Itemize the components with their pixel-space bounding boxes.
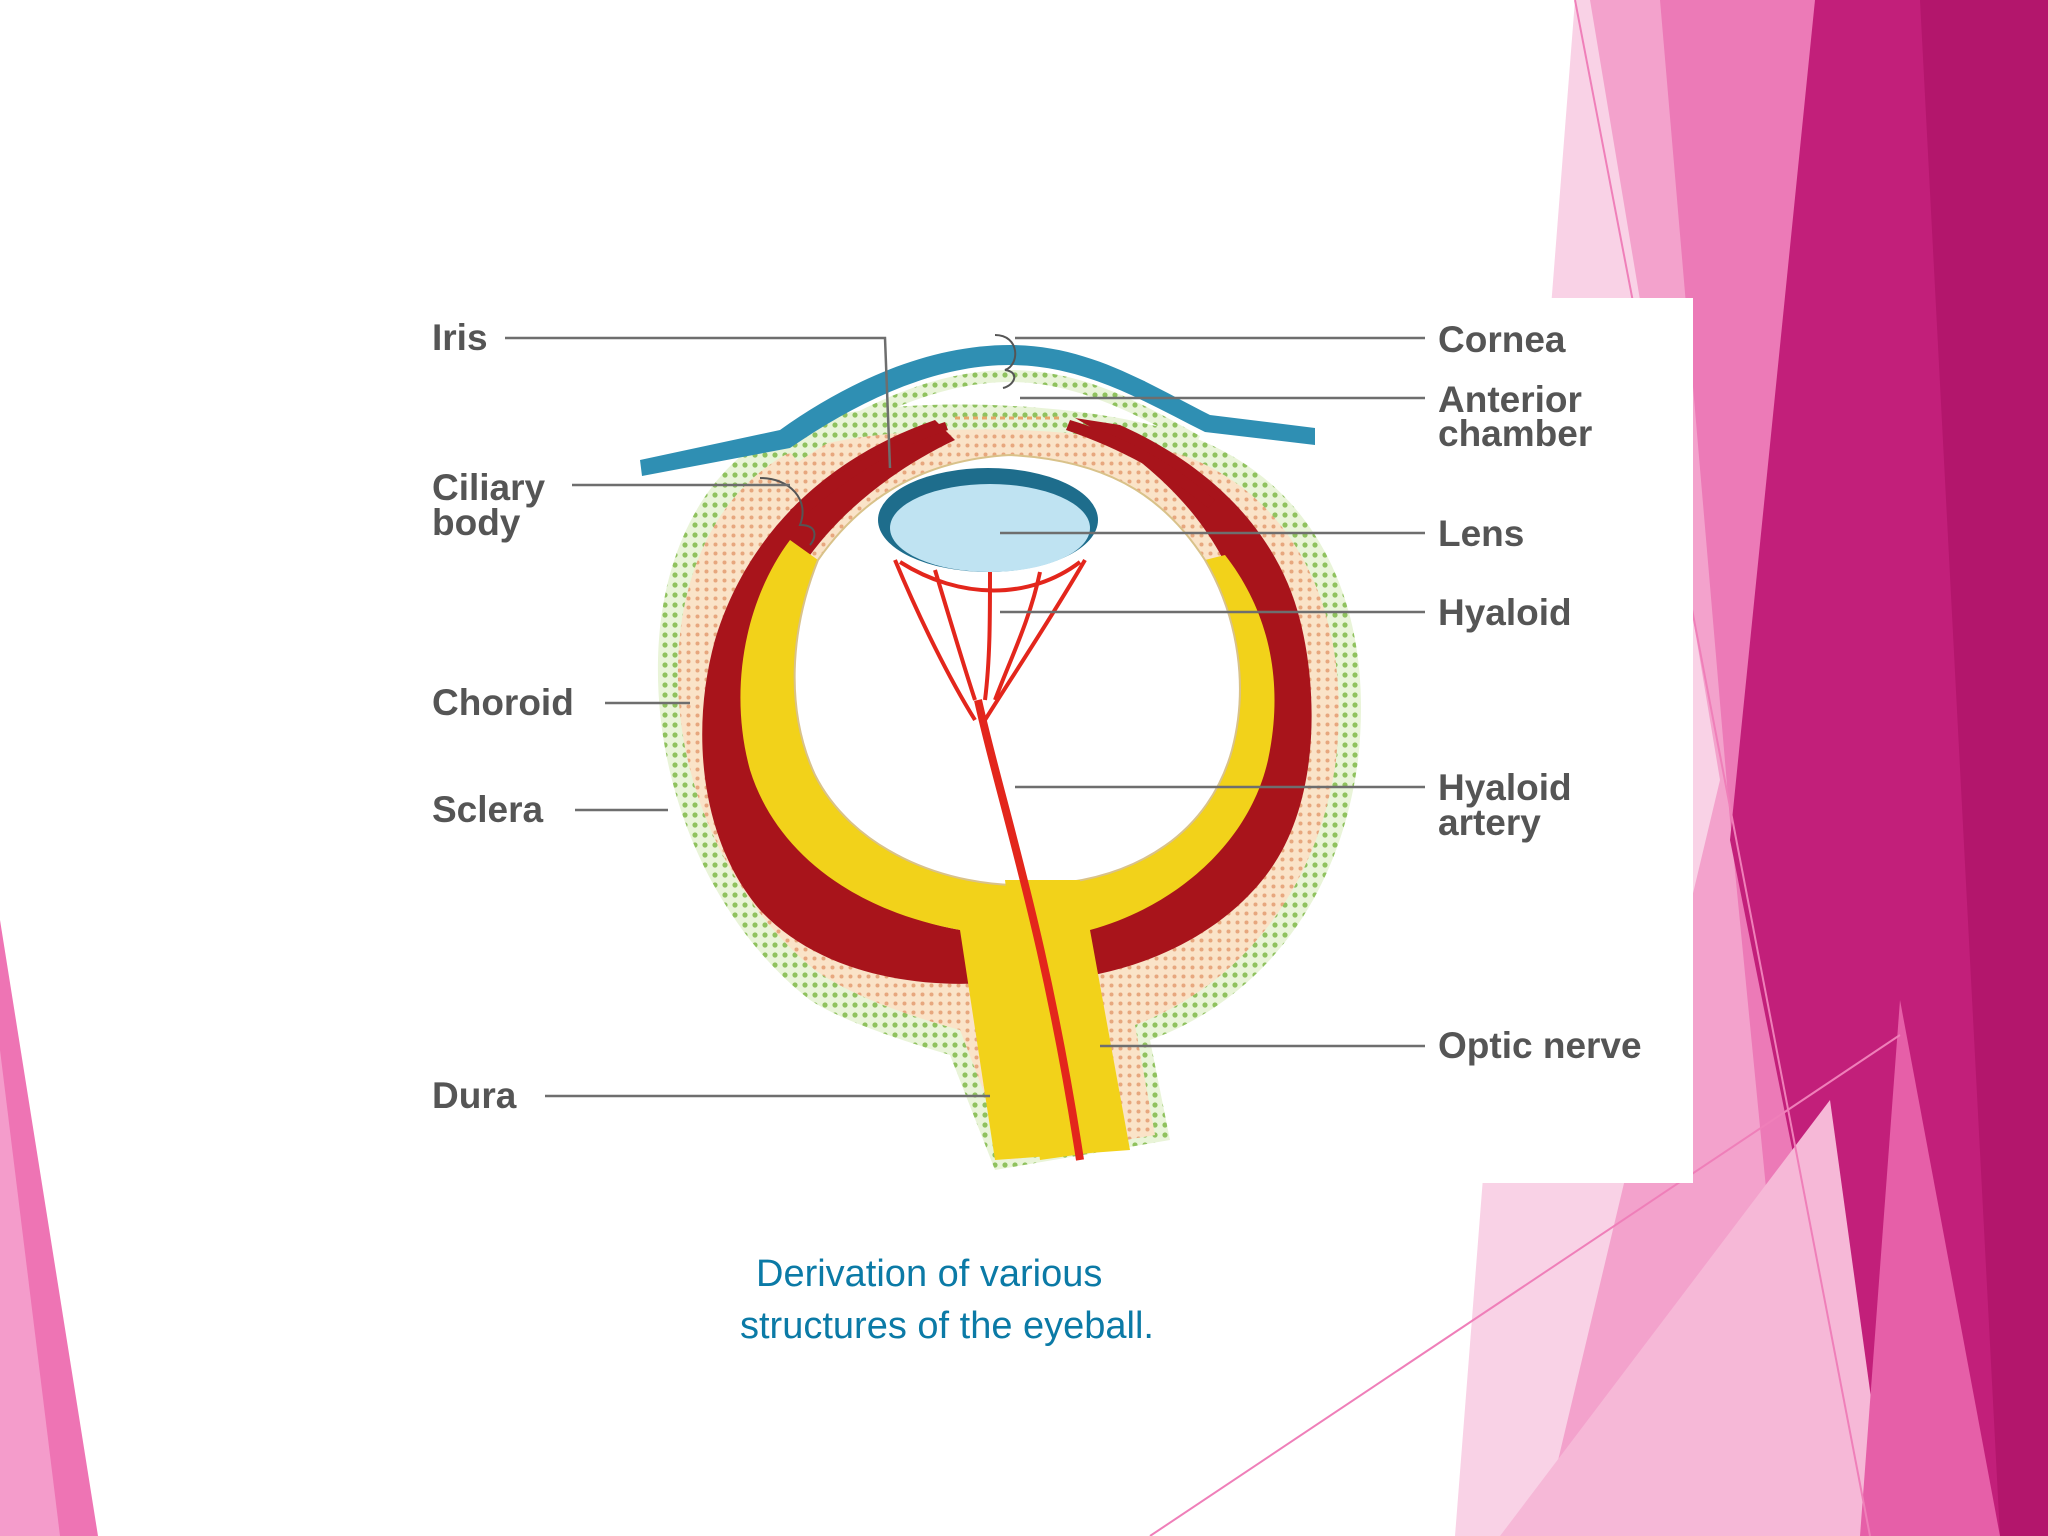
- label-ciliary: Ciliary: [432, 467, 546, 508]
- label-cornea: Cornea: [1438, 319, 1566, 360]
- hyaloid-vessels: [893, 558, 1087, 722]
- left-facet-light: [0, 1050, 60, 1536]
- label-hyaloid-2: Hyaloid: [1438, 767, 1572, 808]
- label-body: body: [432, 502, 521, 543]
- cornea-bracket: [994, 334, 1017, 389]
- label-sclera: Sclera: [432, 789, 544, 830]
- label-iris: Iris: [432, 317, 488, 358]
- right-facet-bottom-mid: [1860, 1000, 2000, 1536]
- ciliary-bracket: [759, 477, 816, 546]
- cornea-inner-dots: [790, 370, 1200, 462]
- iris-left: [790, 422, 948, 520]
- label-anterior: Anterior: [1438, 379, 1582, 420]
- caption-line-2: structures of the eyeball.: [740, 1305, 1154, 1347]
- cornea: [640, 345, 1315, 476]
- thin-pink-line-2: [1149, 1034, 1901, 1536]
- label-artery: artery: [1438, 802, 1541, 843]
- label-lens: Lens: [1438, 513, 1524, 554]
- caption-line-1: Derivation of various: [756, 1253, 1103, 1295]
- right-facet-bottom-light: [1500, 1100, 1890, 1536]
- right-facet-darkest: [1920, 0, 2048, 1536]
- thin-pink-line-1: [1574, 0, 1871, 1536]
- leader-iris: [505, 336, 892, 469]
- retina-layer: [740, 540, 1275, 1160]
- label-hyaloid: Hyaloid: [1438, 592, 1572, 633]
- label-optic-nerve: Optic nerve: [1438, 1025, 1642, 1066]
- hyaloid-artery: [974, 699, 1084, 1161]
- iris-right: [1066, 420, 1215, 508]
- label-chamber: chamber: [1438, 413, 1592, 454]
- label-choroid: Choroid: [432, 682, 574, 723]
- label-dura: Dura: [432, 1075, 517, 1116]
- figure-caption: Derivation of various structures of the …: [740, 1248, 1300, 1352]
- lens-core: [890, 484, 1090, 572]
